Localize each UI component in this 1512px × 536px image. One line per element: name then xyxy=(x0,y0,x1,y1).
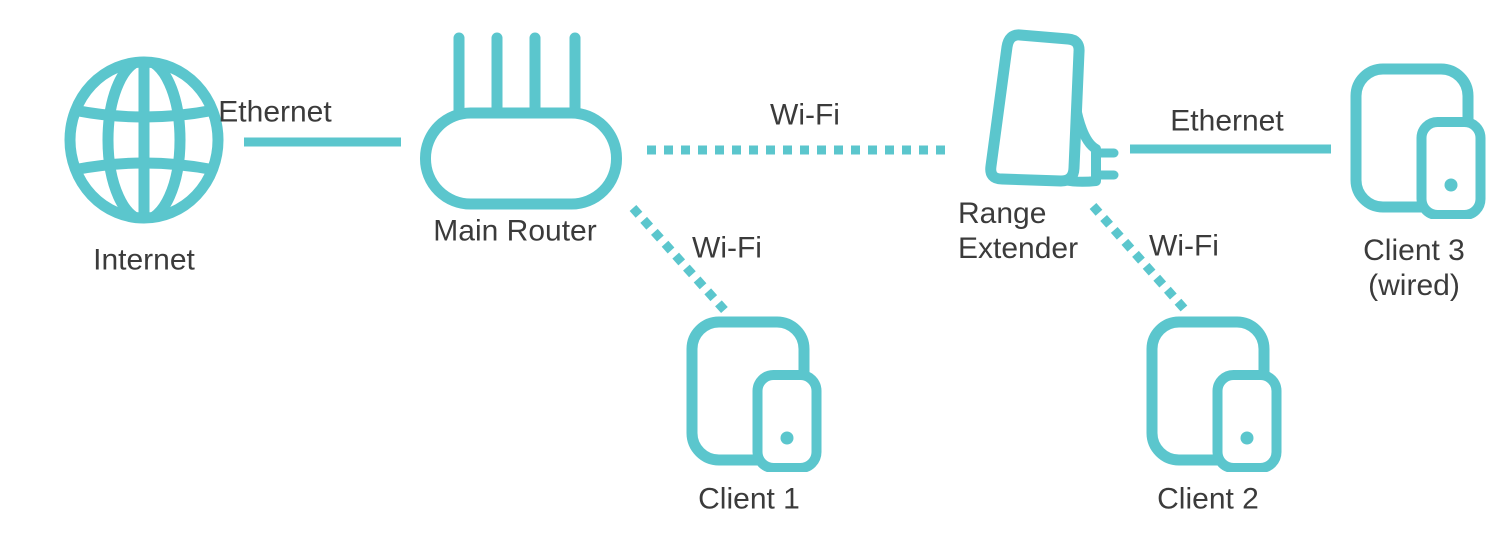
internet-label: Internet xyxy=(93,243,195,277)
wifi-dotted-line-extender-client2 xyxy=(1089,203,1192,316)
client3-label-line2: (wired) xyxy=(1368,269,1460,302)
ethernet-link-label: Ethernet xyxy=(1170,104,1284,138)
range-extender-icon xyxy=(985,29,1119,187)
wifi-link-label: Wi-Fi xyxy=(1149,229,1219,263)
range-extender-label: Range Extender xyxy=(958,196,1078,266)
ethernet-link-label: Ethernet xyxy=(218,95,332,129)
router-icon xyxy=(420,32,622,210)
wifi-dotted-line-router-client1 xyxy=(629,204,732,318)
tablet-phone-icon xyxy=(686,316,822,472)
range-extender-label-line1: Range xyxy=(958,197,1047,230)
wifi-link-label: Wi-Fi xyxy=(770,98,840,132)
client2-label: Client 2 xyxy=(1157,482,1259,516)
client3-label-line1: Client 3 xyxy=(1363,234,1465,267)
client3-label: Client 3 (wired) xyxy=(1363,233,1465,303)
range-extender-label-line2: Extender xyxy=(958,232,1079,265)
client1-label: Client 1 xyxy=(698,482,800,516)
tablet-phone-icon xyxy=(1146,316,1282,472)
wifi-link-label: Wi-Fi xyxy=(692,231,762,265)
globe-icon xyxy=(64,56,224,224)
tablet-phone-icon xyxy=(1350,63,1486,219)
main-router-label: Main Router xyxy=(433,214,597,248)
